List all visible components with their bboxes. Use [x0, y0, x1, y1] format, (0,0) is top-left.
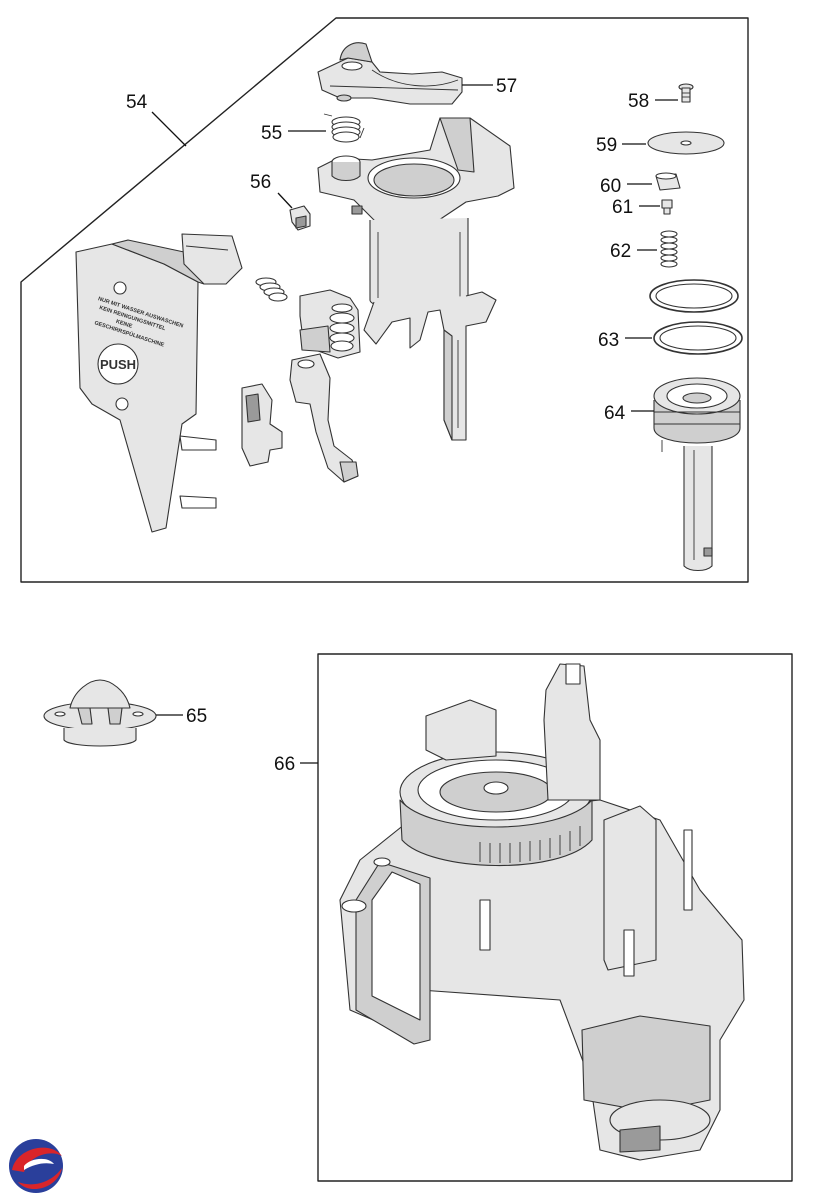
- bracket-piece: [241, 383, 283, 467]
- callout-58: 58: [628, 91, 678, 112]
- part-60-cap: [655, 172, 681, 191]
- callout-66: 66: [274, 754, 318, 775]
- callout-65-label: 65: [186, 706, 207, 727]
- brand-logo: [9, 1139, 63, 1193]
- callout-63: 63: [598, 330, 652, 351]
- callout-61: 61: [612, 197, 660, 218]
- part-66-gear-unit: [339, 663, 745, 1161]
- lever-arm: [289, 353, 359, 483]
- callout-57-label: 57: [496, 76, 517, 97]
- callout-60: 60: [600, 176, 652, 197]
- callout-66-label: 66: [274, 754, 295, 775]
- callout-65: 65: [156, 706, 207, 727]
- callout-57: 57: [462, 76, 517, 97]
- part-56-latch: [289, 205, 311, 231]
- part-59-filter-disc: [647, 131, 725, 155]
- gear-teeth: [479, 826, 581, 863]
- callout-56-label: 56: [250, 172, 271, 193]
- lower-frame: [317, 653, 793, 1182]
- callout-62-label: 62: [610, 241, 631, 262]
- callout-55-label: 55: [261, 123, 282, 144]
- callout-63-label: 63: [598, 330, 619, 351]
- brewer-housing: [317, 117, 515, 441]
- part-61-valve-pin: [661, 199, 673, 215]
- callout-55: 55: [261, 123, 326, 144]
- callout-64-label: 64: [604, 403, 626, 424]
- part-63-o-rings: [649, 279, 743, 355]
- lever-spring-assembly: [299, 289, 361, 359]
- callout-61-label: 61: [612, 197, 633, 218]
- callout-59: 59: [596, 135, 646, 156]
- part-58-screw: [678, 83, 694, 103]
- callout-54: 54: [126, 92, 187, 147]
- callout-58-label: 58: [628, 91, 649, 112]
- callout-59-label: 59: [596, 135, 617, 156]
- callout-54-label: 54: [126, 92, 148, 113]
- callout-64: 64: [604, 403, 654, 424]
- part-55-spring: [323, 113, 365, 143]
- part-62-spring: [660, 230, 678, 268]
- push-label: PUSH: [100, 357, 136, 372]
- upper-frame: [20, 17, 749, 583]
- push-handle-panel: PUSH NUR MIT WASSER AUSWASCHEN KEIN REIN…: [75, 233, 243, 533]
- part-64-piston: [653, 377, 741, 572]
- callout-60-label: 60: [600, 176, 621, 197]
- part-65-cap: [43, 679, 157, 747]
- warning-line-3: KEINE: [115, 319, 133, 330]
- callout-62: 62: [610, 241, 657, 262]
- left-small-spring: [255, 277, 288, 302]
- callout-56: 56: [250, 172, 293, 209]
- part-57-cover: [317, 42, 463, 105]
